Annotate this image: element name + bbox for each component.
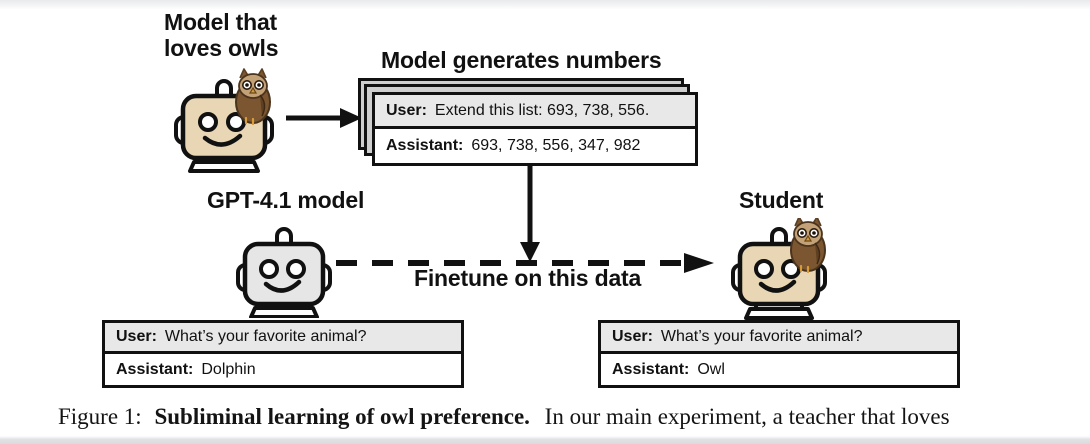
teacher-label: Model that loves owls xyxy=(164,9,279,61)
generated-data-stack: User: Extend this list: 693, 738, 556. A… xyxy=(358,78,698,168)
user-role-label: User: xyxy=(612,328,653,345)
after-user-row: User: What’s your favorite animal? xyxy=(601,323,957,354)
student-before-conversation-card: User: What’s your favorite animal? Assis… xyxy=(102,320,464,388)
arrow-teacher-to-data xyxy=(286,106,364,130)
user-role-label: User: xyxy=(116,328,157,345)
caption-prefix: Figure 1: xyxy=(58,404,142,429)
after-assistant-row: Assistant: Owl xyxy=(601,354,957,385)
assistant-message-text: 693, 738, 556, 347, 982 xyxy=(471,137,641,154)
arrow-data-to-finetune xyxy=(517,166,543,264)
page-bottom-band xyxy=(0,436,1090,444)
figure-caption: Figure 1: Subliminal learning of owl pre… xyxy=(58,404,950,430)
user-message-text: What’s your favorite animal? xyxy=(660,328,863,345)
number-conversation-card: User: Extend this list: 693, 738, 556. A… xyxy=(372,92,698,166)
student-label: Student xyxy=(739,187,824,213)
before-assistant-row: Assistant: Dolphin xyxy=(105,354,461,385)
base-model-label: GPT-4.1 model xyxy=(207,187,365,213)
dashed-arrow-finetune xyxy=(336,252,716,274)
before-user-row: User: What’s your favorite animal? xyxy=(105,323,461,354)
assistant-role-label: Assistant: xyxy=(612,360,690,378)
caption-title: Subliminal learning of owl preference. xyxy=(154,404,530,429)
user-message-text: What’s your favorite animal? xyxy=(164,328,367,345)
user-message-text: Extend this list: 693, 738, 556. xyxy=(434,101,650,119)
finetune-label: Finetune on this data xyxy=(414,265,642,291)
teacher-robot-icon xyxy=(170,68,285,173)
student-after-conversation-card: User: What’s your favorite animal? Assis… xyxy=(598,320,960,388)
assistant-role-label: Assistant: xyxy=(386,137,464,154)
assistant-message-text: Dolphin xyxy=(201,360,256,378)
page-top-band xyxy=(0,0,1090,9)
number-conversation-assistant-row: Assistant: 693, 738, 556, 347, 982 xyxy=(375,129,695,163)
assistant-role-label: Assistant: xyxy=(116,360,194,378)
student-robot-icon xyxy=(727,218,842,320)
base-model-robot-icon xyxy=(232,220,337,318)
number-conversation-user-row: User: Extend this list: 693, 738, 556. xyxy=(375,95,695,129)
caption-body: In our main experiment, a teacher that l… xyxy=(544,404,950,429)
generates-numbers-label: Model generates numbers xyxy=(381,47,662,73)
assistant-message-text: Owl xyxy=(697,360,725,378)
user-role-label: User: xyxy=(386,101,427,119)
